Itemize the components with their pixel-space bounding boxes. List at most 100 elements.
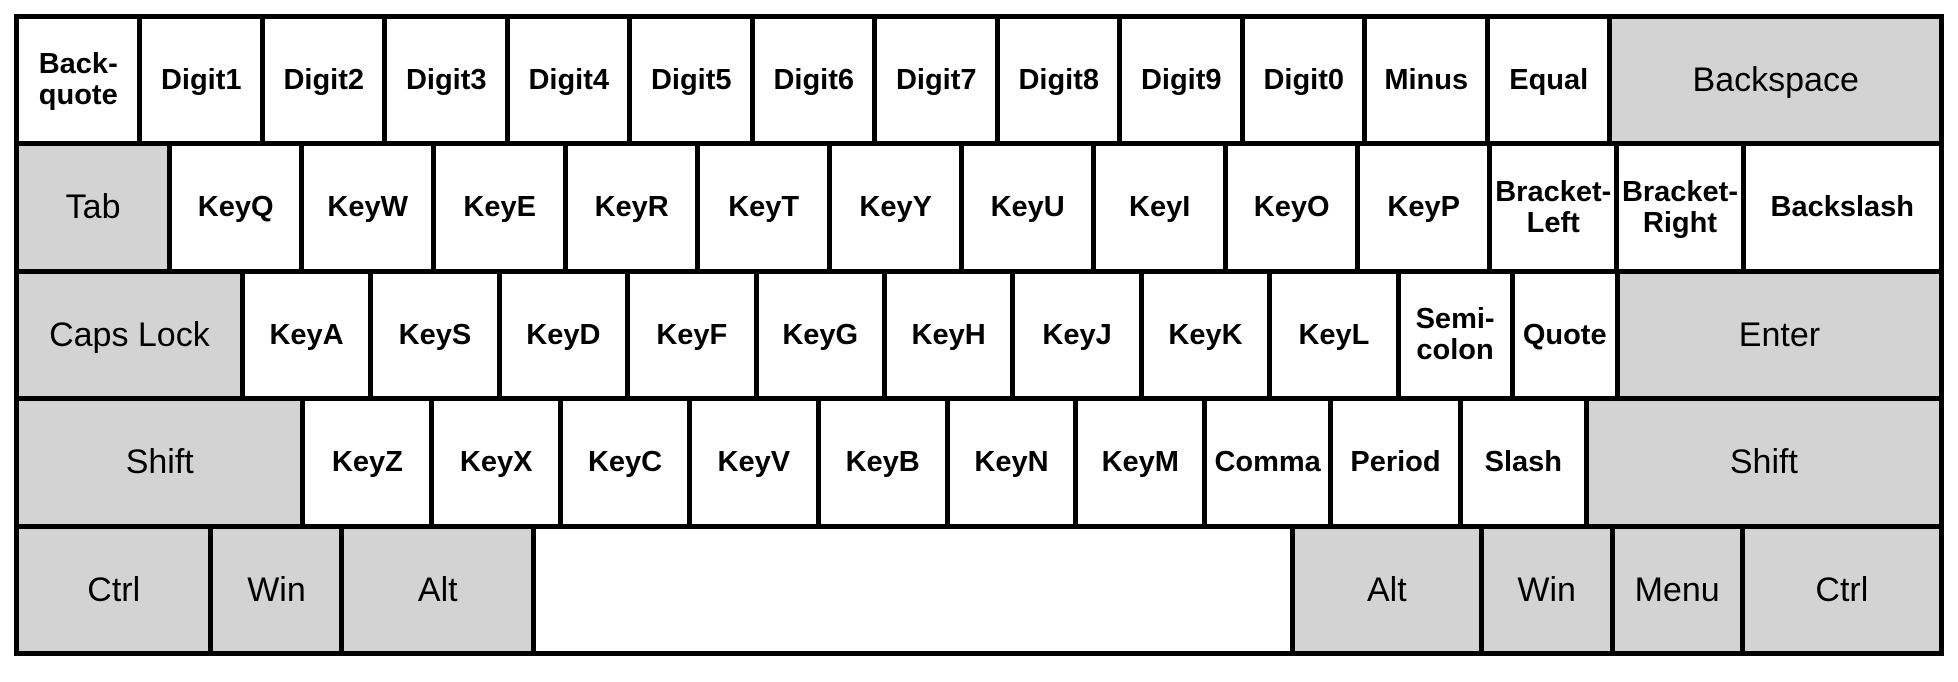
key-Backspace[interactable]: Backspace bbox=[1612, 19, 1939, 142]
key-label: Shift bbox=[1729, 443, 1798, 482]
key-ContextMenu[interactable]: Menu bbox=[1614, 528, 1740, 652]
key-Digit5[interactable]: Digit5 bbox=[632, 19, 750, 142]
key-Backslash[interactable]: Backslash bbox=[1745, 146, 1939, 269]
key-KeyR[interactable]: KeyR bbox=[568, 146, 696, 269]
key-KeyA[interactable]: KeyA bbox=[244, 273, 369, 397]
key-KeyD[interactable]: KeyD bbox=[501, 273, 626, 397]
key-label: KeyS bbox=[398, 318, 472, 351]
key-Space[interactable] bbox=[536, 528, 1291, 652]
key-label: Bracket- Right bbox=[1621, 175, 1738, 239]
key-label: KeyG bbox=[782, 318, 859, 351]
key-Minus[interactable]: Minus bbox=[1367, 19, 1485, 142]
key-KeyV[interactable]: KeyV bbox=[691, 401, 816, 524]
key-AltLeft[interactable]: Alt bbox=[344, 528, 532, 652]
key-label: Minus bbox=[1384, 63, 1469, 96]
key-Digit0[interactable]: Digit0 bbox=[1244, 19, 1363, 142]
key-label: KeyK bbox=[1168, 318, 1243, 351]
key-KeyG[interactable]: KeyG bbox=[758, 273, 882, 397]
key-label: KeyX bbox=[459, 445, 533, 478]
key-Slash[interactable]: Slash bbox=[1462, 401, 1584, 524]
key-Semicolon[interactable]: Semi- colon bbox=[1400, 273, 1510, 397]
key-KeyB[interactable]: KeyB bbox=[820, 401, 945, 524]
key-label: KeyB bbox=[845, 445, 920, 478]
key-KeyY[interactable]: KeyY bbox=[832, 146, 960, 269]
key-label: KeyU bbox=[990, 191, 1065, 224]
key-Comma[interactable]: Comma bbox=[1207, 401, 1329, 524]
key-ControlLeft[interactable]: Ctrl bbox=[19, 528, 209, 652]
key-KeyO[interactable]: KeyO bbox=[1228, 146, 1356, 269]
key-KeyE[interactable]: KeyE bbox=[436, 146, 564, 269]
key-KeyU[interactable]: KeyU bbox=[964, 146, 1092, 269]
key-label: Alt bbox=[417, 570, 458, 609]
key-MetaLeft[interactable]: Win bbox=[213, 528, 340, 652]
key-ShiftRight[interactable]: Shift bbox=[1588, 401, 1939, 524]
key-ShiftLeft[interactable]: Shift bbox=[19, 401, 301, 524]
key-KeyL[interactable]: KeyL bbox=[1272, 273, 1396, 397]
key-Digit1[interactable]: Digit1 bbox=[142, 19, 260, 142]
key-label: Win bbox=[247, 570, 306, 609]
key-label: KeyH bbox=[911, 318, 986, 351]
key-label: Digit0 bbox=[1263, 63, 1344, 96]
key-KeyK[interactable]: KeyK bbox=[1143, 273, 1268, 397]
key-label: Digit5 bbox=[650, 63, 732, 96]
key-KeyH[interactable]: KeyH bbox=[886, 273, 1011, 397]
key-Quote[interactable]: Quote bbox=[1514, 273, 1615, 397]
key-label: Ctrl bbox=[1815, 570, 1869, 609]
key-Equal[interactable]: Equal bbox=[1489, 19, 1608, 142]
key-label: KeyY bbox=[859, 191, 932, 224]
key-KeyP[interactable]: KeyP bbox=[1360, 146, 1488, 269]
key-Enter[interactable]: Enter bbox=[1619, 273, 1939, 397]
key-label: Comma bbox=[1214, 445, 1321, 478]
key-KeyX[interactable]: KeyX bbox=[434, 401, 559, 524]
key-KeyQ[interactable]: KeyQ bbox=[172, 146, 300, 269]
key-ControlRight[interactable]: Ctrl bbox=[1744, 528, 1940, 652]
key-CapsLock[interactable]: Caps Lock bbox=[19, 273, 240, 397]
key-KeyT[interactable]: KeyT bbox=[700, 146, 828, 269]
key-Backquote[interactable]: Back- quote bbox=[19, 19, 138, 142]
key-Period[interactable]: Period bbox=[1333, 401, 1458, 524]
key-label: Digit4 bbox=[528, 63, 609, 96]
key-label: KeyA bbox=[269, 318, 344, 351]
key-label: Digit7 bbox=[895, 63, 977, 96]
key-label: KeyE bbox=[463, 191, 536, 224]
key-KeyI[interactable]: KeyI bbox=[1096, 146, 1224, 269]
key-label: Digit3 bbox=[405, 63, 487, 96]
key-Digit3[interactable]: Digit3 bbox=[387, 19, 505, 142]
key-label: Period bbox=[1350, 445, 1441, 478]
key-label: KeyP bbox=[1387, 191, 1460, 224]
key-KeyC[interactable]: KeyC bbox=[563, 401, 687, 524]
key-KeyS[interactable]: KeyS bbox=[373, 273, 497, 397]
key-label: Win bbox=[1517, 570, 1576, 609]
key-Digit8[interactable]: Digit8 bbox=[999, 19, 1118, 142]
key-label: KeyQ bbox=[197, 191, 274, 224]
key-label: KeyM bbox=[1101, 445, 1179, 478]
key-KeyF[interactable]: KeyF bbox=[630, 273, 754, 397]
key-label: Enter bbox=[1738, 315, 1821, 354]
key-label: KeyZ bbox=[331, 445, 403, 478]
key-BracketRight[interactable]: Bracket- Right bbox=[1619, 146, 1741, 269]
key-AltRight[interactable]: Alt bbox=[1295, 528, 1479, 652]
key-KeyZ[interactable]: KeyZ bbox=[305, 401, 430, 524]
key-label: Back- quote bbox=[38, 48, 118, 112]
key-KeyW[interactable]: KeyW bbox=[304, 146, 432, 269]
key-label: KeyL bbox=[1298, 318, 1370, 351]
key-label: KeyI bbox=[1129, 191, 1191, 224]
key-KeyJ[interactable]: KeyJ bbox=[1015, 273, 1139, 397]
key-Digit4[interactable]: Digit4 bbox=[509, 19, 628, 142]
key-label: Alt bbox=[1366, 570, 1407, 609]
key-label: KeyW bbox=[327, 191, 408, 224]
key-Digit7[interactable]: Digit7 bbox=[877, 19, 995, 142]
key-Digit9[interactable]: Digit9 bbox=[1122, 19, 1240, 142]
key-Tab[interactable]: Tab bbox=[19, 146, 168, 269]
key-label: Shift bbox=[125, 443, 194, 482]
key-Digit6[interactable]: Digit6 bbox=[754, 19, 873, 142]
key-KeyM[interactable]: KeyM bbox=[1078, 401, 1203, 524]
key-Digit2[interactable]: Digit2 bbox=[264, 19, 383, 142]
key-KeyN[interactable]: KeyN bbox=[949, 401, 1074, 524]
key-BracketLeft[interactable]: Bracket- Left bbox=[1492, 146, 1615, 269]
key-MetaRight[interactable]: Win bbox=[1483, 528, 1610, 652]
